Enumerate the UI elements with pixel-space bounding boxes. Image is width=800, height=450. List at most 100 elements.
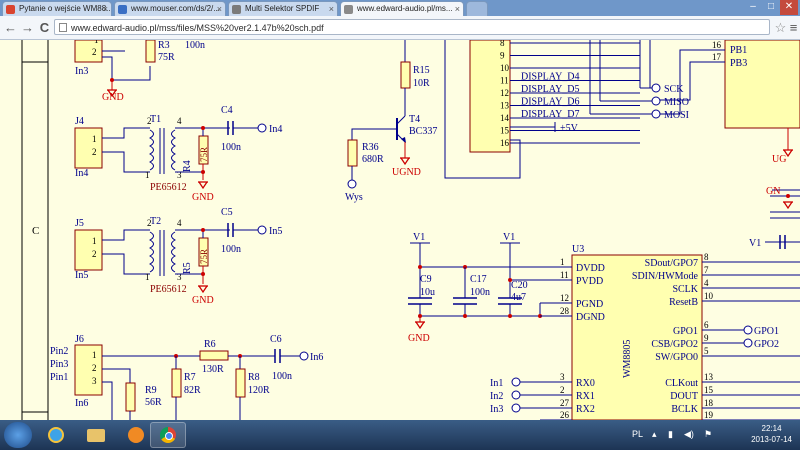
display-pin-label: DISPLAY_D5 — [521, 84, 580, 95]
close-tab-icon[interactable]: × — [216, 4, 222, 14]
c17-value: 100n — [470, 287, 490, 298]
media-player-icon[interactable] — [118, 422, 154, 448]
u3-pin-label: PGND — [576, 299, 603, 310]
u3-label: U3 — [572, 244, 584, 255]
svg-text:1: 1 — [94, 40, 99, 45]
u3-pin-number: 18 — [704, 398, 714, 408]
svg-text:4: 4 — [177, 218, 182, 228]
action-center-flag-icon[interactable]: ⚑ — [704, 429, 713, 439]
c9-value: 10u — [420, 287, 435, 298]
plus5v-label: +5V — [560, 123, 579, 134]
internet-explorer-icon[interactable] — [38, 422, 74, 448]
svg-text:3: 3 — [177, 170, 182, 180]
u3-right-pins: 8SDout/GPO77SDIN/HWMode4SCLK10ResetB6GPO… — [632, 252, 800, 420]
tab-wm8805-question[interactable]: Pytanie o wejście WM88... × — [2, 1, 112, 16]
c6-value: 100n — [272, 371, 292, 382]
c5-label: C5 — [221, 207, 233, 218]
in1-port: In1 — [490, 378, 503, 389]
reload-icon[interactable]: C — [39, 20, 50, 35]
t4-label: T4 — [409, 114, 420, 125]
forum-favicon-icon — [6, 5, 15, 14]
u3-pin-number: 7 — [704, 265, 709, 275]
mcu-pin-num: 17 — [712, 52, 722, 62]
r3-label: R3 — [158, 40, 170, 51]
chrome-taskbar-icon[interactable] — [150, 422, 186, 448]
restore-icon[interactable]: □ — [767, 1, 775, 12]
gpo2-port: GPO2 — [754, 339, 779, 350]
forward-arrow-icon[interactable]: → — [21, 20, 34, 35]
system-clock[interactable]: 22:14 2013-07-14 — [751, 423, 792, 445]
close-tab-icon[interactable]: × — [102, 4, 108, 14]
volume-icon[interactable]: ◀) — [684, 429, 694, 439]
language-indicator[interactable]: PL — [632, 429, 644, 439]
pdf-viewer[interactable]: C 1 2 In3 R3 75R 100n GND J4 1 2 In4 2 T… — [0, 40, 800, 420]
zone-letter: C — [32, 225, 39, 237]
file-explorer-icon[interactable] — [78, 422, 114, 448]
start-button[interactable] — [4, 422, 32, 448]
r7-value: 82R — [184, 385, 201, 396]
u3-pin-number: 15 — [704, 385, 714, 395]
gpo1-port: GPO1 — [754, 326, 779, 337]
r5-value: 75R — [199, 249, 209, 264]
u3-pin-label: SDout/GPO7 — [645, 258, 698, 269]
gnd-label: GND — [102, 92, 124, 103]
tab-multi-selektor[interactable]: Multi Selektor SPDIF × — [228, 1, 338, 16]
mouser-favicon-icon — [118, 5, 127, 14]
gnd-label: GND — [192, 295, 214, 306]
t2-label: T2 — [150, 216, 161, 227]
u3-pin-number: 6 — [704, 320, 709, 330]
svg-text:1: 1 — [92, 134, 97, 144]
u3-pin-label: RX2 — [576, 404, 595, 415]
close-window-icon[interactable]: ✕ — [780, 0, 798, 15]
address-bar[interactable]: www.edward-audio.pl/mss/files/MSS%20ver2… — [54, 19, 770, 35]
u3-pin-number: 10 — [704, 291, 714, 301]
windows-taskbar: PL ▴ ▮ ◀) ⚑ 22:14 2013-07-14 — [0, 420, 800, 450]
v1-edge-label: V1 — [749, 238, 761, 249]
t1-label: T1 — [150, 114, 161, 125]
svg-text:1: 1 — [145, 170, 150, 180]
chrome-menu-icon[interactable]: ≡ — [789, 20, 798, 35]
svg-text:2: 2 — [92, 47, 97, 57]
display-pin-label: DISPLAY_D4 — [521, 72, 580, 83]
close-tab-icon[interactable]: × — [454, 4, 460, 14]
page-favicon-icon — [344, 5, 353, 14]
display-pin-number: 9 — [500, 51, 505, 61]
mcu-pin-pb3: PB3 — [730, 58, 747, 69]
t4-value: BC337 — [409, 126, 437, 137]
bookmark-star-icon[interactable]: ☆ — [774, 20, 787, 35]
in3-port: In3 — [490, 404, 503, 415]
display-pin-number: 10 — [500, 63, 510, 73]
svg-text:2: 2 — [147, 218, 152, 228]
clock-date: 2013-07-14 — [751, 435, 792, 444]
r7-label: R7 — [184, 372, 196, 383]
svg-text:2: 2 — [92, 147, 97, 157]
display-pin-number: 14 — [500, 113, 510, 123]
svg-text:2: 2 — [92, 363, 97, 373]
network-icon[interactable]: ▮ — [668, 429, 673, 439]
svg-text:1: 1 — [92, 350, 97, 360]
j3-label: In3 — [75, 66, 88, 77]
tab-title: Pytanie o wejście WM88... — [19, 4, 112, 13]
minimize-icon[interactable]: – — [750, 1, 756, 12]
display-pin-number: 13 — [500, 101, 510, 111]
new-tab-button[interactable] — [466, 1, 488, 16]
wm8805-label: WM8805 — [622, 340, 633, 378]
svg-text:4: 4 — [177, 116, 182, 126]
tab-mouser-datasheet[interactable]: www.mouser.com/ds/2/... × — [114, 1, 226, 16]
j4-in-label: In4 — [75, 168, 88, 179]
r36-label: R36 — [362, 142, 379, 153]
close-tab-icon[interactable]: × — [328, 4, 334, 14]
j4-label: J4 — [75, 116, 84, 127]
display-pin-number: 11 — [500, 76, 509, 86]
u3-pin-label: DVDD — [576, 263, 605, 274]
u3-pin-label: DOUT — [670, 391, 698, 402]
r8-value: 120R — [248, 385, 270, 396]
display-pin-number: 16 — [500, 138, 510, 148]
back-arrow-icon[interactable]: ← — [4, 20, 17, 35]
c4-value: 100n — [221, 142, 241, 153]
show-hidden-icons-icon[interactable]: ▴ — [652, 429, 657, 439]
u3-pin-label: CSB/GPO2 — [651, 339, 698, 350]
tab-edward-audio-pdf[interactable]: www.edward-audio.pl/ms... × — [340, 1, 464, 16]
svg-text:1: 1 — [145, 272, 150, 282]
u3-pin-number: 3 — [560, 372, 565, 382]
